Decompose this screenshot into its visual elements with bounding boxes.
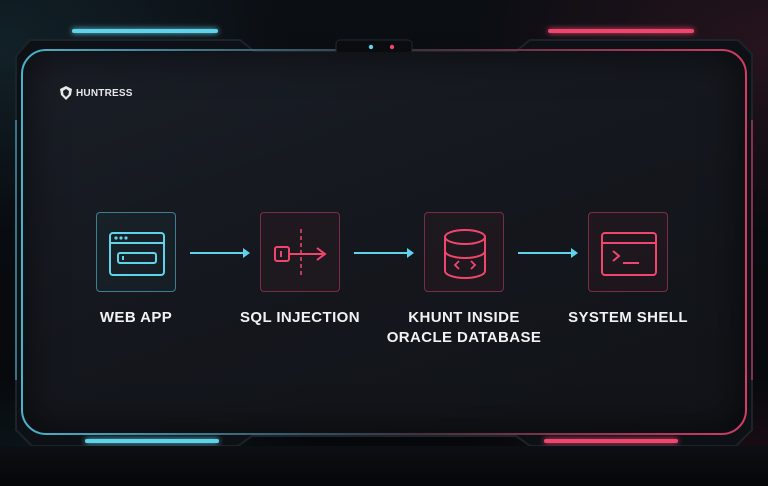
web-app-node bbox=[96, 212, 176, 292]
oracle-database-node bbox=[424, 212, 504, 292]
arrow-3 bbox=[518, 248, 578, 258]
logo-text: HUNTRESS bbox=[76, 87, 133, 99]
floor bbox=[0, 446, 768, 486]
huntress-shield-icon bbox=[60, 86, 72, 100]
browser-window-icon bbox=[109, 232, 165, 276]
system-shell-label: SYSTEM SHELL bbox=[533, 308, 723, 328]
database-code-icon bbox=[444, 229, 486, 279]
indicator-pink-led bbox=[389, 44, 395, 50]
system-shell-node bbox=[588, 212, 668, 292]
huntress-logo: HUNTRESS bbox=[60, 85, 133, 101]
oracle-database-label-line-1: KHUNT INSIDE bbox=[408, 309, 520, 326]
web-app-label-line-1: WEB APP bbox=[99, 309, 173, 326]
arrow-1 bbox=[190, 248, 250, 258]
sql-injection-node bbox=[260, 212, 340, 292]
arrow-2 bbox=[354, 248, 414, 258]
indicator-cyan-led bbox=[368, 44, 374, 50]
oracle-database-label-line-2: ORACLE DATABASE bbox=[386, 329, 542, 346]
oracle-database-label: KHUNT INSIDE ORACLE DATABASE bbox=[369, 308, 559, 348]
system-shell-label-line-1: SYSTEM SHELL bbox=[568, 309, 688, 326]
injection-arrow-icon bbox=[274, 229, 327, 277]
terminal-icon bbox=[601, 232, 657, 276]
sql-injection-label-line-1: SQL INJECTION bbox=[240, 309, 360, 326]
web-app-label: WEB APP bbox=[41, 308, 231, 328]
sql-injection-label: SQL INJECTION bbox=[205, 308, 395, 328]
